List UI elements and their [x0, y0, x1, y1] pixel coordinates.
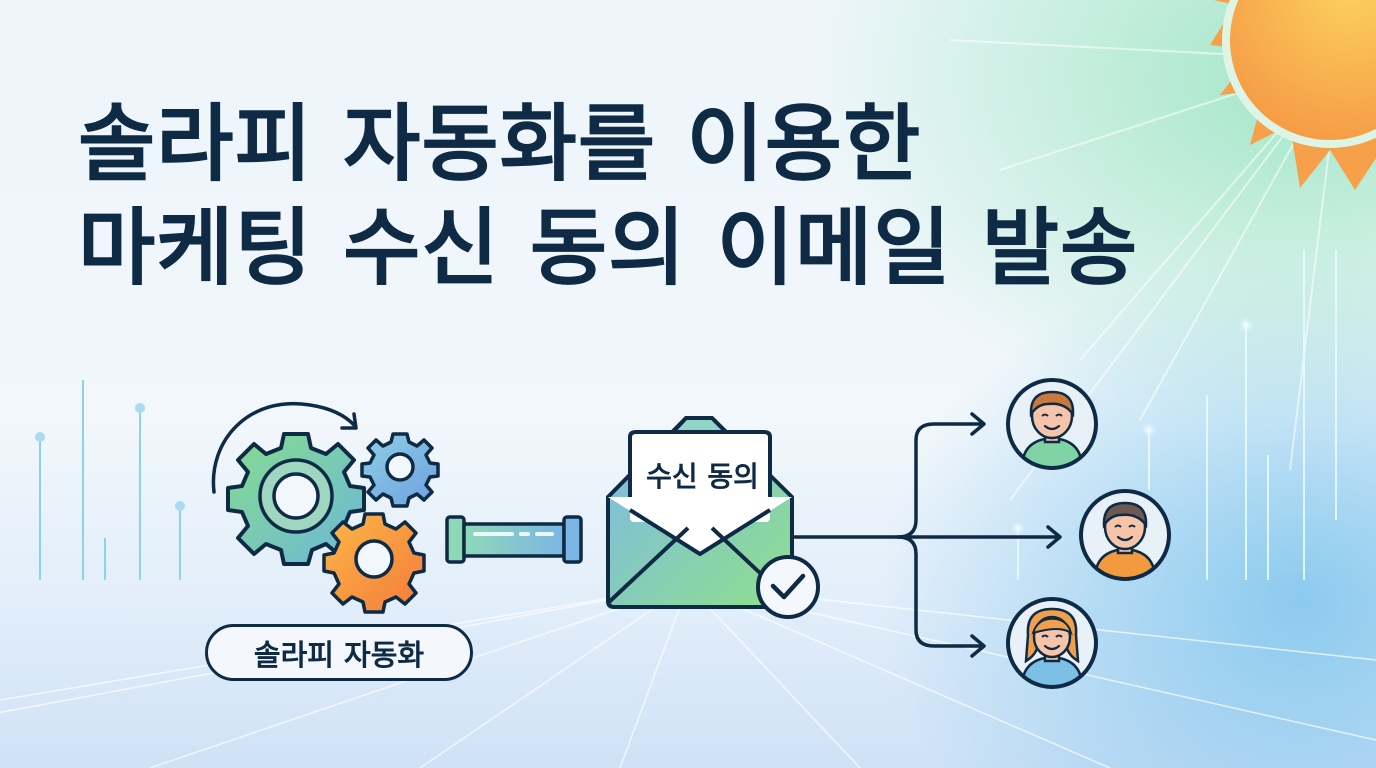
- title-line-2: 마케팅 수신 동의 이메일 발송: [78, 199, 1139, 297]
- gear-small-icon: [360, 432, 440, 508]
- title-line-1: 솔라피 자동화를 이용한: [78, 95, 922, 193]
- envelope-letter-text: 수신 동의: [646, 460, 759, 493]
- automation-label-pill: 솔라피 자동화: [205, 624, 473, 681]
- branch-arrows: [790, 412, 1062, 658]
- recipient-avatar-1: [1006, 378, 1098, 470]
- recipient-avatar-3: [1006, 597, 1098, 689]
- rotate-arrow-icon: [211, 401, 358, 494]
- gear-orange-icon: [322, 512, 426, 614]
- recipient-avatar-2: [1079, 489, 1171, 581]
- check-badge-icon: [756, 555, 820, 619]
- page-title: 솔라피 자동화를 이용한 마케팅 수신 동의 이메일 발송: [78, 92, 1138, 300]
- gear-large-icon: [226, 432, 366, 566]
- envelope-icon: [606, 416, 794, 609]
- pipe-connector-icon: [445, 515, 583, 564]
